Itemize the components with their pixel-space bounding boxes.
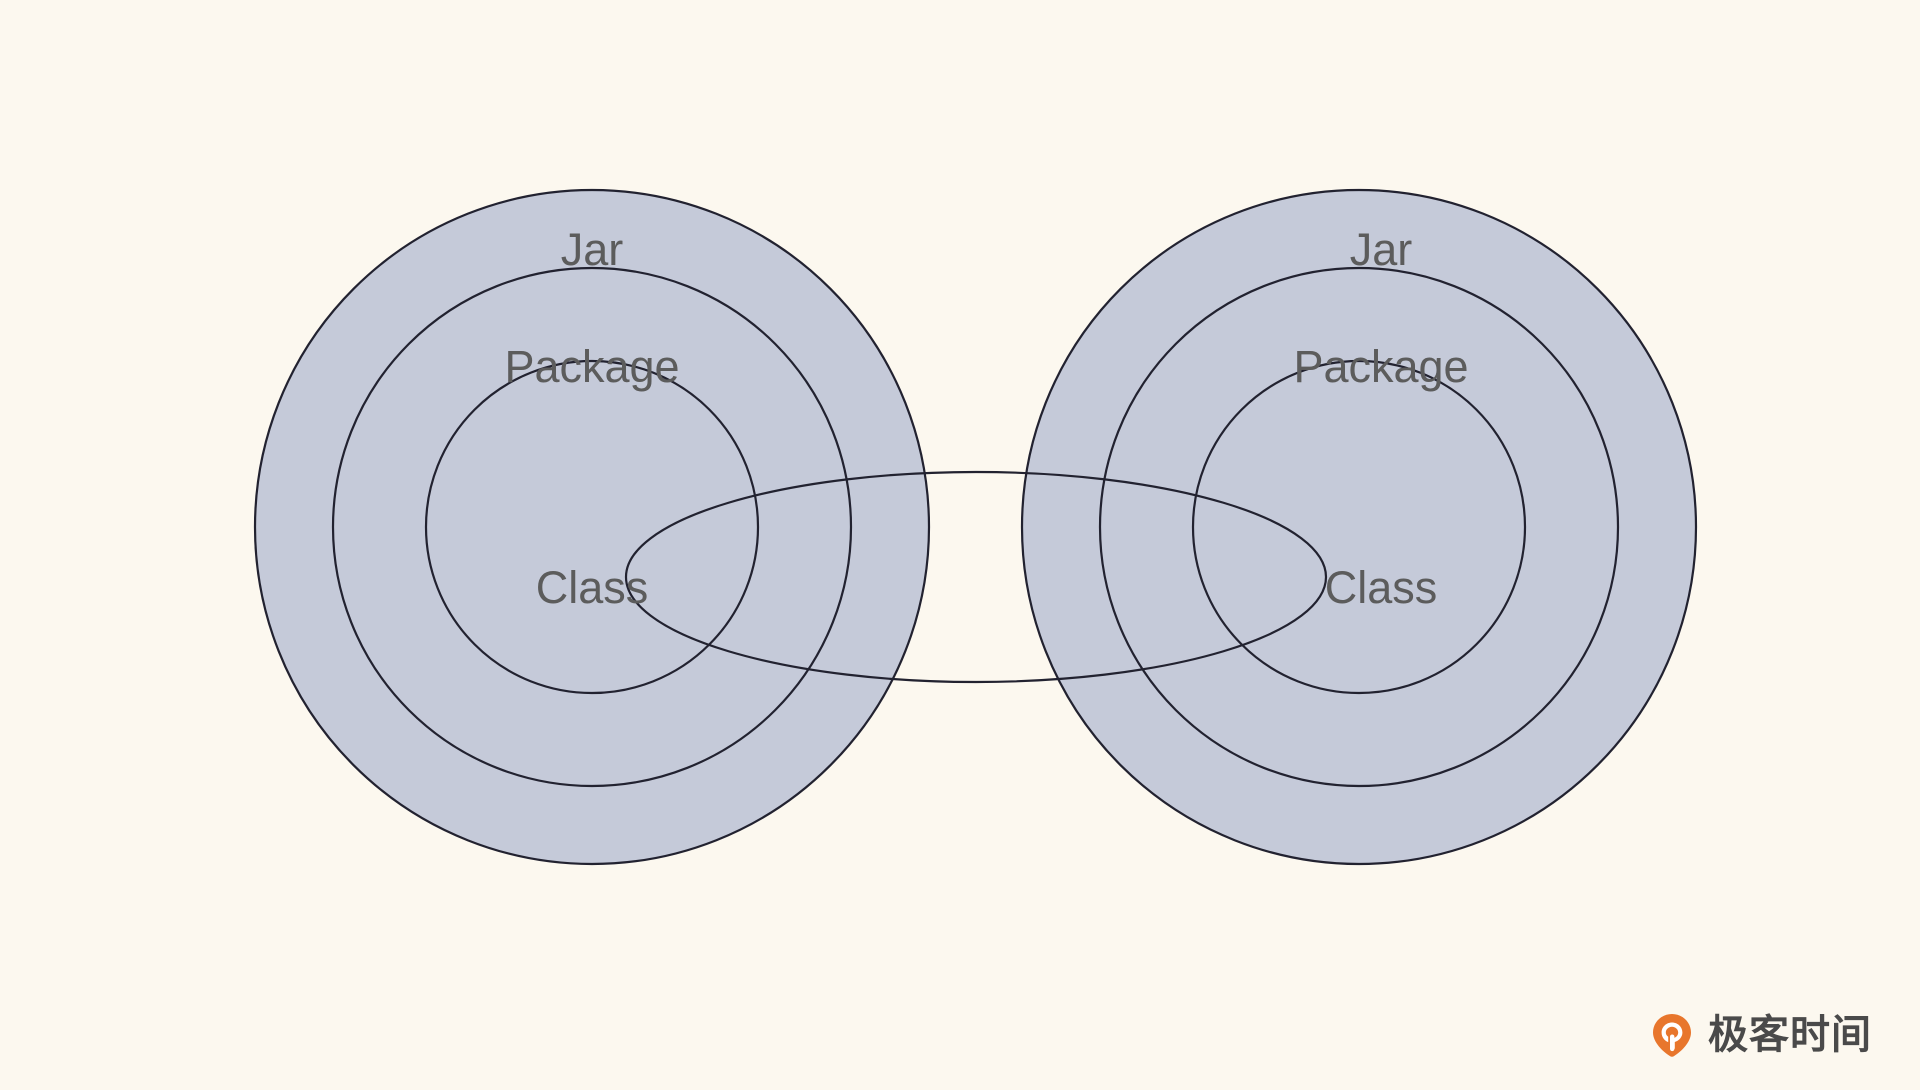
- cross-jar-class-link-ellipse: [624, 470, 1328, 684]
- left-package-label: Package: [504, 341, 679, 392]
- right-package-label: Package: [1293, 341, 1468, 392]
- right-class-circle: [1191, 359, 1527, 695]
- geektime-pin-icon: [1649, 1012, 1695, 1058]
- left-class-label: Class: [536, 562, 649, 613]
- left-jar-label: Jar: [561, 224, 624, 275]
- right-jar-label: Jar: [1350, 224, 1413, 275]
- right-jar-group: [1020, 188, 1698, 866]
- brand-wordmark: 极客时间: [1708, 1012, 1872, 1058]
- left-jar-group: [253, 188, 931, 866]
- right-package-circle: [1098, 266, 1620, 788]
- right-class-label: Class: [1325, 562, 1438, 613]
- left-package-circle: [331, 266, 853, 788]
- brand-logo: 极客时间: [1649, 1012, 1872, 1058]
- right-jar-circle: [1020, 188, 1698, 866]
- left-jar-circle: [253, 188, 931, 866]
- left-class-circle: [424, 359, 760, 695]
